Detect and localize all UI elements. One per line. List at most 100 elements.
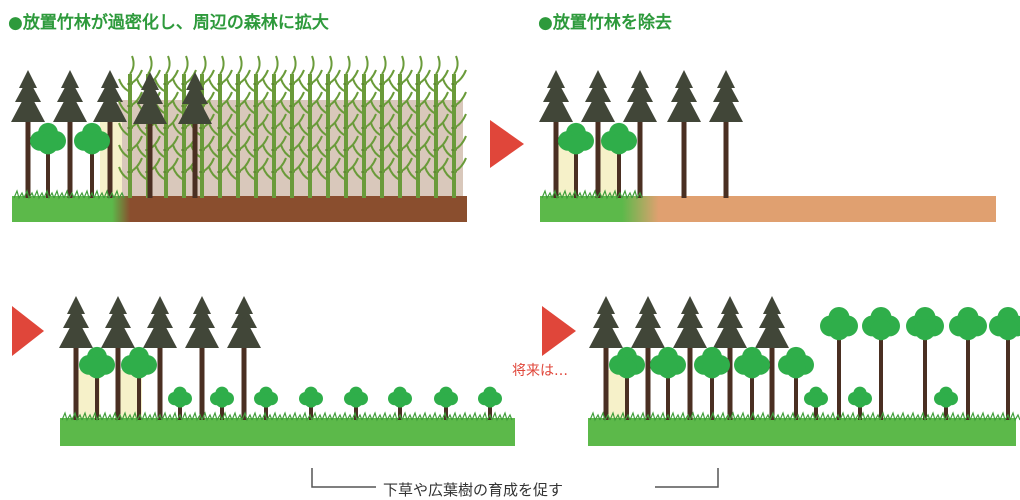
bamboo-stalk: [226, 55, 251, 198]
grass-tuft: [969, 411, 981, 422]
broadleaf-tree: [694, 346, 730, 420]
grass-tuft: [181, 411, 193, 422]
grass-tuft: [769, 411, 781, 422]
grass-tuft: [71, 411, 83, 422]
grass-tuft: [191, 411, 203, 422]
grass-tuft: [609, 411, 621, 422]
grass-tuft: [869, 411, 881, 422]
grass-tuft: [929, 411, 941, 422]
grass-tuft: [859, 411, 871, 422]
grass-tuft: [13, 189, 25, 200]
ground: [60, 418, 515, 446]
bamboo-stalk: [280, 55, 305, 198]
conifer-tree: [673, 296, 707, 420]
future-label: 将来は…: [512, 363, 568, 379]
grass-tuft: [371, 411, 383, 422]
grass-tuft: [91, 411, 103, 422]
light-beam: [120, 370, 142, 420]
grass-tuft: [621, 189, 633, 200]
panel-undergrowth: [59, 296, 515, 446]
bamboo-stalk: [370, 55, 395, 198]
broadleaf-tree: [848, 386, 873, 420]
broadleaf-tree: [79, 346, 115, 420]
grass-tuft: [221, 411, 233, 422]
light-beam: [598, 140, 618, 198]
bamboo-stalk: [406, 55, 431, 198]
grass-tuft: [111, 411, 123, 422]
grass-tuft: [909, 411, 921, 422]
grass-tuft: [391, 411, 403, 422]
bamboo-stalk: [442, 55, 467, 198]
grass-tuft: [589, 411, 601, 422]
grass-tuft: [919, 411, 931, 422]
broadleaf-tree: [74, 122, 110, 198]
bottom-bracket: [311, 468, 719, 488]
bamboo-stalk: [262, 55, 287, 198]
grass-tuft: [571, 189, 583, 200]
conifer-tree: [93, 70, 127, 198]
conifer-tree: [227, 296, 261, 420]
grass-tuft: [171, 411, 183, 422]
panel-overgrown: [11, 55, 467, 222]
grass-tuft: [541, 189, 553, 200]
grass-tuft: [591, 189, 603, 200]
grass-tuft: [53, 189, 65, 200]
grass-tuft: [341, 411, 353, 422]
conifer-tree: [709, 70, 743, 198]
bamboo-stalk: [208, 55, 233, 198]
grass-tuft: [959, 411, 971, 422]
broadleaf-tree: [820, 306, 858, 420]
grass-tuft: [759, 411, 771, 422]
panel-cleared: [539, 70, 996, 222]
grass-tuft: [839, 411, 851, 422]
bottom-note: 下草や広葉樹の育成を促す: [383, 481, 564, 499]
grass-tuft: [679, 411, 691, 422]
grass-tuft: [141, 411, 153, 422]
grass-tuft: [689, 411, 701, 422]
conifer-tree: [589, 296, 623, 420]
grass-tuft: [101, 411, 113, 422]
grass-tuft: [113, 189, 125, 200]
grass-tuft: [829, 411, 841, 422]
conifer-tree: [11, 70, 45, 198]
grass-tuft: [699, 411, 711, 422]
grass-tuft: [551, 189, 563, 200]
grass-tuft: [601, 189, 613, 200]
broadleaf-tree: [388, 386, 412, 420]
grass-tuft: [561, 189, 573, 200]
broadleaf-tree: [434, 386, 458, 420]
broadleaf-tree: [558, 122, 594, 198]
grass-tuft: [241, 411, 253, 422]
conifer-tree: [623, 70, 657, 198]
conifer-tree: [667, 70, 701, 198]
ground: [540, 196, 996, 222]
conifer-tree: [713, 296, 747, 420]
grass-tuft: [999, 411, 1011, 422]
grass-tuft: [779, 411, 791, 422]
broadleaf-tree: [989, 306, 1020, 420]
arrow-right-icon: [542, 306, 576, 356]
conifer-tree: [143, 296, 177, 420]
bamboo-stalk: [298, 55, 323, 198]
conifer-tree: [101, 296, 135, 420]
grass-tuft: [43, 189, 55, 200]
grass-tuft: [471, 411, 483, 422]
broadleaf-tree: [906, 306, 944, 420]
caption-overgrown-bamboo: ●放置竹林が過密化し、周辺の森林に拡大: [8, 13, 329, 33]
conifer-tree: [59, 296, 93, 420]
grass-tuft: [421, 411, 433, 422]
grass-tuft: [659, 411, 671, 422]
grass-tuft: [599, 411, 611, 422]
grass-tuft: [889, 411, 901, 422]
panel-future-forest: [588, 296, 1020, 446]
grass-tuft: [201, 411, 213, 422]
grass-tuft: [819, 411, 831, 422]
grass-tuft: [401, 411, 413, 422]
grass-tuft: [491, 411, 503, 422]
grass-tuft: [351, 411, 363, 422]
grass-tuft: [501, 411, 513, 422]
conifer-tree: [53, 70, 87, 198]
grass-tuft: [431, 411, 443, 422]
grass-tuft: [669, 411, 681, 422]
caption-remove-bamboo: ●放置竹林を除去: [538, 13, 672, 33]
